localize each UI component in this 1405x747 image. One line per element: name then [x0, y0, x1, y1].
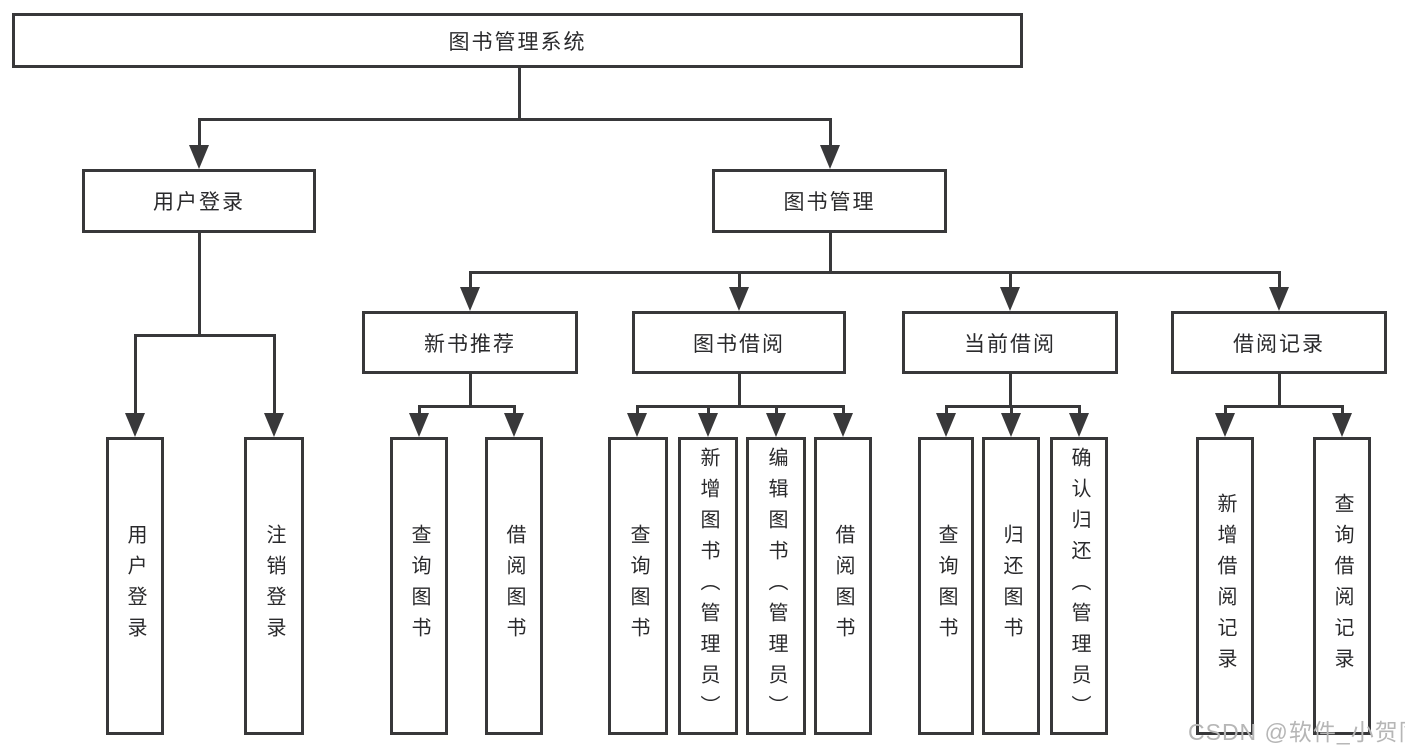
leaf-logout-login: 注销登录	[244, 437, 304, 735]
arrow-down-icon	[833, 413, 853, 437]
leaf-label: 查询借阅记录	[1331, 493, 1353, 679]
leaf-label: 归还图书	[1000, 524, 1022, 648]
node-current-borrowing: 当前借阅	[902, 311, 1118, 374]
connector-line	[198, 118, 201, 148]
node-library-management-system: 图书管理系统	[12, 13, 1023, 68]
connector-line	[1224, 405, 1343, 408]
connector-line	[469, 271, 472, 289]
arrow-down-icon	[189, 145, 209, 169]
arrow-down-icon	[1269, 287, 1289, 311]
leaf-add-books-admin: 新增图书（管理员）	[678, 437, 738, 735]
leaf-borrow-books: 借阅图书	[814, 437, 872, 735]
connector-line	[738, 271, 741, 289]
leaf-label: 注销登录	[263, 524, 285, 648]
arrow-down-icon	[698, 413, 718, 437]
leaf-query-books-current: 查询图书	[918, 437, 974, 735]
leaf-add-borrow-record: 新增借阅记录	[1196, 437, 1254, 735]
arrow-down-icon	[820, 145, 840, 169]
leaf-label: 查询图书	[935, 524, 957, 648]
connector-line	[1009, 271, 1012, 289]
arrow-down-icon	[729, 287, 749, 311]
leaf-query-books-recommend: 查询图书	[390, 437, 448, 735]
connector-line	[469, 373, 472, 407]
connector-line	[1078, 405, 1081, 415]
leaf-label: 新增图书（管理员）	[697, 446, 719, 726]
connector-line	[1224, 405, 1227, 415]
connector-line	[1278, 373, 1281, 407]
connector-line	[775, 405, 778, 415]
connector-line	[636, 405, 639, 415]
leaf-label: 确认归还（管理员）	[1068, 446, 1090, 726]
connector-line	[273, 334, 276, 416]
connector-line	[418, 405, 421, 415]
connector-line	[829, 118, 832, 148]
leaf-borrow-books-recommend: 借阅图书	[485, 437, 543, 735]
arrow-down-icon	[1001, 413, 1021, 437]
node-user-login: 用户登录	[82, 169, 316, 233]
connector-line	[842, 405, 845, 415]
connector-line	[418, 405, 516, 408]
connector-line	[1278, 271, 1281, 289]
arrow-down-icon	[1000, 287, 1020, 311]
leaf-label: 用户登录	[124, 524, 146, 648]
leaf-confirm-return-admin: 确认归还（管理员）	[1050, 437, 1108, 735]
leaf-query-borrow-record: 查询借阅记录	[1313, 437, 1371, 735]
connector-line	[513, 405, 516, 415]
leaf-label: 编辑图书（管理员）	[765, 446, 787, 726]
connector-line	[198, 233, 201, 336]
connector-line	[1009, 373, 1012, 407]
leaf-label: 借阅图书	[503, 524, 525, 648]
arrow-down-icon	[460, 287, 480, 311]
leaf-label: 新增借阅记录	[1214, 493, 1236, 679]
leaf-query-books-borrowing: 查询图书	[608, 437, 668, 735]
node-book-management: 图书管理	[712, 169, 947, 233]
arrow-down-icon	[125, 413, 145, 437]
node-book-borrowing: 图书借阅	[632, 311, 846, 374]
arrow-down-icon	[1069, 413, 1089, 437]
connector-line	[829, 233, 832, 273]
leaf-edit-books-admin: 编辑图书（管理员）	[746, 437, 806, 735]
arrow-down-icon	[1215, 413, 1235, 437]
arrow-down-icon	[627, 413, 647, 437]
node-new-book-recommendation: 新书推荐	[362, 311, 578, 374]
arrow-down-icon	[766, 413, 786, 437]
leaf-label: 查询图书	[408, 524, 430, 648]
connector-line	[1010, 405, 1013, 415]
connector-line	[134, 334, 275, 337]
node-borrowing-records: 借阅记录	[1171, 311, 1387, 374]
leaf-label: 借阅图书	[832, 524, 854, 648]
leaf-user-login: 用户登录	[106, 437, 164, 735]
leaf-return-books: 归还图书	[982, 437, 1040, 735]
watermark-text: CSDN @软件_小贺同学	[1188, 719, 1405, 745]
connector-line	[707, 405, 710, 415]
connector-line	[198, 118, 832, 121]
arrow-down-icon	[264, 413, 284, 437]
connector-line	[945, 405, 948, 415]
connector-line	[636, 405, 844, 408]
arrow-down-icon	[504, 413, 524, 437]
arrow-down-icon	[409, 413, 429, 437]
connector-line	[134, 334, 137, 416]
connector-line	[469, 271, 1280, 274]
arrow-down-icon	[936, 413, 956, 437]
connector-line	[518, 68, 521, 120]
leaf-label: 查询图书	[627, 524, 649, 648]
connector-line	[738, 373, 741, 407]
arrow-down-icon	[1332, 413, 1352, 437]
connector-line	[1341, 405, 1344, 415]
